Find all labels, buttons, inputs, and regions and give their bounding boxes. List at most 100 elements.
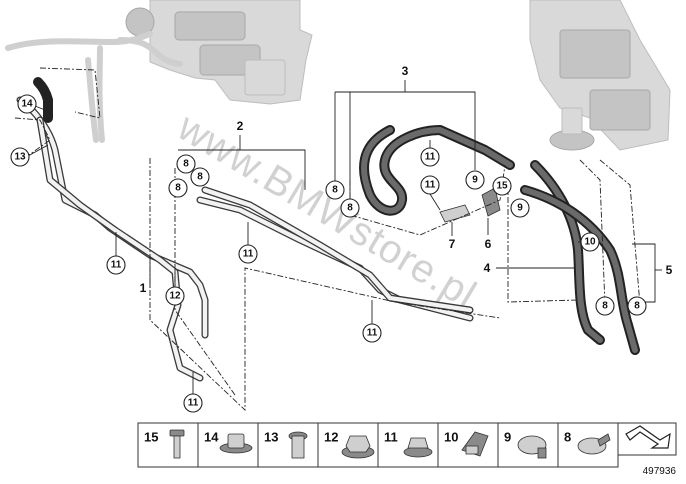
- frame-left-mid: [14, 117, 51, 166]
- svg-text:7: 7: [449, 237, 456, 251]
- legend-view-direction: [617, 422, 677, 456]
- svg-text:14: 14: [204, 430, 219, 445]
- callout-8-g: 8: [627, 296, 647, 316]
- svg-text:11: 11: [243, 249, 254, 260]
- main-label-4: 4: [484, 261, 575, 275]
- legend-item-13: 13: [257, 422, 319, 468]
- svg-text:13: 13: [264, 430, 278, 445]
- frame-hose-4-5: [507, 185, 579, 303]
- pipe-part-2: [196, 186, 474, 322]
- svg-text:3: 3: [402, 64, 409, 78]
- main-label-1: 1: [140, 258, 151, 295]
- callout-8-a: 8: [168, 178, 188, 198]
- svg-text:1: 1: [140, 281, 147, 295]
- callout-11-pipe2-end: 11: [362, 323, 382, 343]
- svg-text:8: 8: [564, 430, 571, 445]
- callout-9-a: 9: [465, 170, 485, 190]
- bracket-part-7: [439, 204, 471, 223]
- callout-8-f: 8: [595, 296, 615, 316]
- hose-part-3: [359, 125, 515, 216]
- svg-text:11: 11: [425, 180, 436, 191]
- callout-9-b: 9: [510, 198, 530, 218]
- flange-nut-icon: [219, 433, 253, 454]
- svg-text:2: 2: [237, 119, 244, 133]
- frame-part-2-inner: [174, 168, 236, 396]
- callout-11-pipe2: 11: [238, 244, 258, 264]
- callout-12: 12: [165, 286, 185, 306]
- callout-11-bracket: 11: [420, 175, 440, 195]
- spacer-sleeve-icon: [288, 431, 308, 459]
- svg-text:10: 10: [584, 237, 596, 248]
- pipe-part-1: [16, 77, 209, 382]
- parts-legend: 15 14 13 12: [137, 422, 677, 468]
- legend-item-12: 12: [317, 422, 379, 468]
- svg-text:8: 8: [634, 301, 640, 312]
- svg-text:12: 12: [324, 430, 338, 445]
- callout-8-d: 8: [325, 180, 345, 200]
- main-label-2: 2: [178, 119, 306, 190]
- callout-11-bottom: 11: [183, 393, 203, 413]
- collar-nut-icon: [403, 437, 433, 458]
- hose-part-4: [530, 160, 605, 345]
- callout-14: 14: [17, 94, 37, 114]
- callout-10: 10: [580, 232, 600, 252]
- svg-text:5: 5: [666, 263, 673, 277]
- svg-text:8: 8: [183, 159, 189, 170]
- callout-11-pipe1: 11: [106, 255, 126, 275]
- bracket-part-6: [481, 187, 501, 217]
- svg-text:11: 11: [425, 152, 436, 163]
- pipe-holder-icon: [461, 431, 489, 457]
- view-direction-arrow-icon: [625, 425, 671, 449]
- callout-13: 13: [10, 147, 30, 167]
- spring-clamp-icon: [577, 433, 611, 455]
- frame-hvac: [579, 159, 606, 306]
- svg-text:6: 6: [485, 237, 492, 251]
- svg-text:9: 9: [472, 175, 478, 186]
- svg-text:11: 11: [188, 398, 199, 409]
- svg-text:8: 8: [332, 185, 338, 196]
- main-label-5: 5: [632, 243, 673, 303]
- legend-item-8: 8: [557, 422, 619, 468]
- main-label-3: 3: [334, 64, 476, 200]
- svg-text:13: 13: [14, 152, 26, 163]
- callout-11-hose3: 11: [420, 147, 440, 167]
- main-label-7: 7: [449, 222, 456, 251]
- legend-item-9: 9: [497, 422, 559, 468]
- svg-text:11: 11: [111, 260, 122, 271]
- svg-text:8: 8: [197, 172, 203, 183]
- frame-left-upper: [39, 67, 101, 119]
- svg-text:11: 11: [367, 328, 378, 339]
- svg-text:14: 14: [21, 99, 33, 110]
- watermark-text: www.BMWstore.pl: [170, 104, 485, 317]
- callout-8-c: 8: [176, 154, 196, 174]
- bolt-icon: [169, 429, 185, 459]
- callout-leaders: [27, 103, 590, 394]
- svg-text:8: 8: [347, 203, 353, 214]
- svg-text:9: 9: [517, 203, 523, 214]
- legend-item-15: 15: [137, 422, 199, 468]
- svg-text:15: 15: [496, 181, 508, 192]
- diagram-id: 497936: [643, 466, 677, 477]
- svg-text:10: 10: [444, 430, 458, 445]
- hose-part-5: [520, 185, 640, 355]
- svg-text:8: 8: [175, 183, 181, 194]
- frame-hvac-right: [599, 159, 641, 306]
- frame-part-2: [149, 158, 501, 412]
- svg-text:9: 9: [504, 430, 511, 445]
- callout-8-b: 8: [190, 167, 210, 187]
- hvac-module-ghost: [529, 0, 671, 151]
- main-label-6: 6: [485, 218, 492, 251]
- svg-text:8: 8: [602, 301, 608, 312]
- callout-8-e: 8: [340, 198, 360, 218]
- svg-text:15: 15: [144, 430, 158, 445]
- svg-text:4: 4: [484, 261, 491, 275]
- legend-item-14: 14: [197, 422, 259, 468]
- ghost-pipe-upper-left: [5, 31, 153, 143]
- hose-clamp-icon: [517, 435, 547, 459]
- hex-nut-icon: [341, 435, 375, 459]
- svg-text:11: 11: [384, 430, 398, 445]
- callout-15: 15: [492, 176, 512, 196]
- engine-assembly-ghost: [117, 0, 313, 105]
- legend-item-10: 10: [437, 422, 499, 468]
